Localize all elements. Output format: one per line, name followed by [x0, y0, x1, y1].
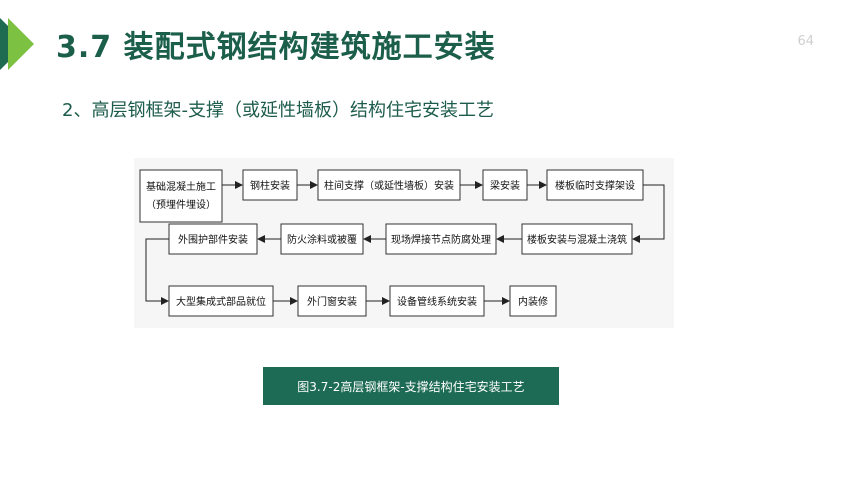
- step-beam: [482, 169, 528, 201]
- page-number: 64: [797, 34, 814, 49]
- step-mep: [389, 285, 485, 317]
- slide-subtitle: 2、高层钢框架-支撑（或延性墙板）结构住宅安装工艺: [62, 100, 494, 121]
- step-steel-column-label: 钢柱安装: [250, 179, 290, 192]
- step-envelope: [168, 223, 258, 255]
- step-brace-install: [317, 169, 461, 201]
- step-beam-label: 梁安装: [490, 179, 520, 192]
- step-windows: [297, 285, 367, 317]
- step-foundation-label: 基础混凝土施工: [146, 180, 216, 193]
- step-interior: [509, 285, 557, 317]
- step-temp-support-label: 楼板临时支撑架设: [555, 179, 635, 192]
- flowchart-figure: 基础混凝土施工 （预埋件埋设） 钢柱安装 柱间支撑（或延性墙板）安装 梁安装 楼…: [134, 158, 674, 328]
- step-brace-install-label: 柱间支撑（或延性墙板）安装: [324, 179, 454, 192]
- arrow-5: [632, 184, 665, 243]
- step-mep-label: 设备管线系统安装: [397, 295, 477, 308]
- step-large-parts: [168, 285, 274, 317]
- step-fireproof: [280, 223, 364, 255]
- step-foundation-sublabel: （预埋件埋设）: [146, 199, 216, 211]
- slide-title: 3.7 装配式钢结构建筑施工安装: [56, 30, 496, 65]
- step-slab-concrete-label: 楼板安装与混凝土浇筑: [527, 233, 627, 246]
- step-anticorrosion-label: 现场焊接节点防腐处理: [391, 233, 491, 246]
- step-temp-support: [546, 169, 644, 201]
- flowchart-diagram: 基础混凝土施工 （预埋件埋设） 钢柱安装 柱间支撑（或延性墙板）安装 梁安装 楼…: [139, 169, 665, 317]
- step-windows-label: 外门窗安装: [307, 295, 357, 308]
- step-foundation: [139, 169, 223, 223]
- step-envelope-label: 外围护部件安装: [178, 233, 248, 246]
- step-interior-label: 内装修: [518, 295, 548, 308]
- step-fireproof-label: 防火涂料或被覆: [287, 233, 357, 246]
- step-large-parts-label: 大型集成式部品就位: [176, 295, 266, 308]
- figure-caption: 图3.7-2高层钢框架-支撑结构住宅安装工艺: [263, 367, 559, 405]
- chevron-light-icon: [8, 18, 34, 70]
- step-steel-column: [242, 169, 298, 201]
- arrow-9: [145, 238, 169, 305]
- title-bar: 3.7 装配式钢结构建筑施工安装: [0, 18, 560, 70]
